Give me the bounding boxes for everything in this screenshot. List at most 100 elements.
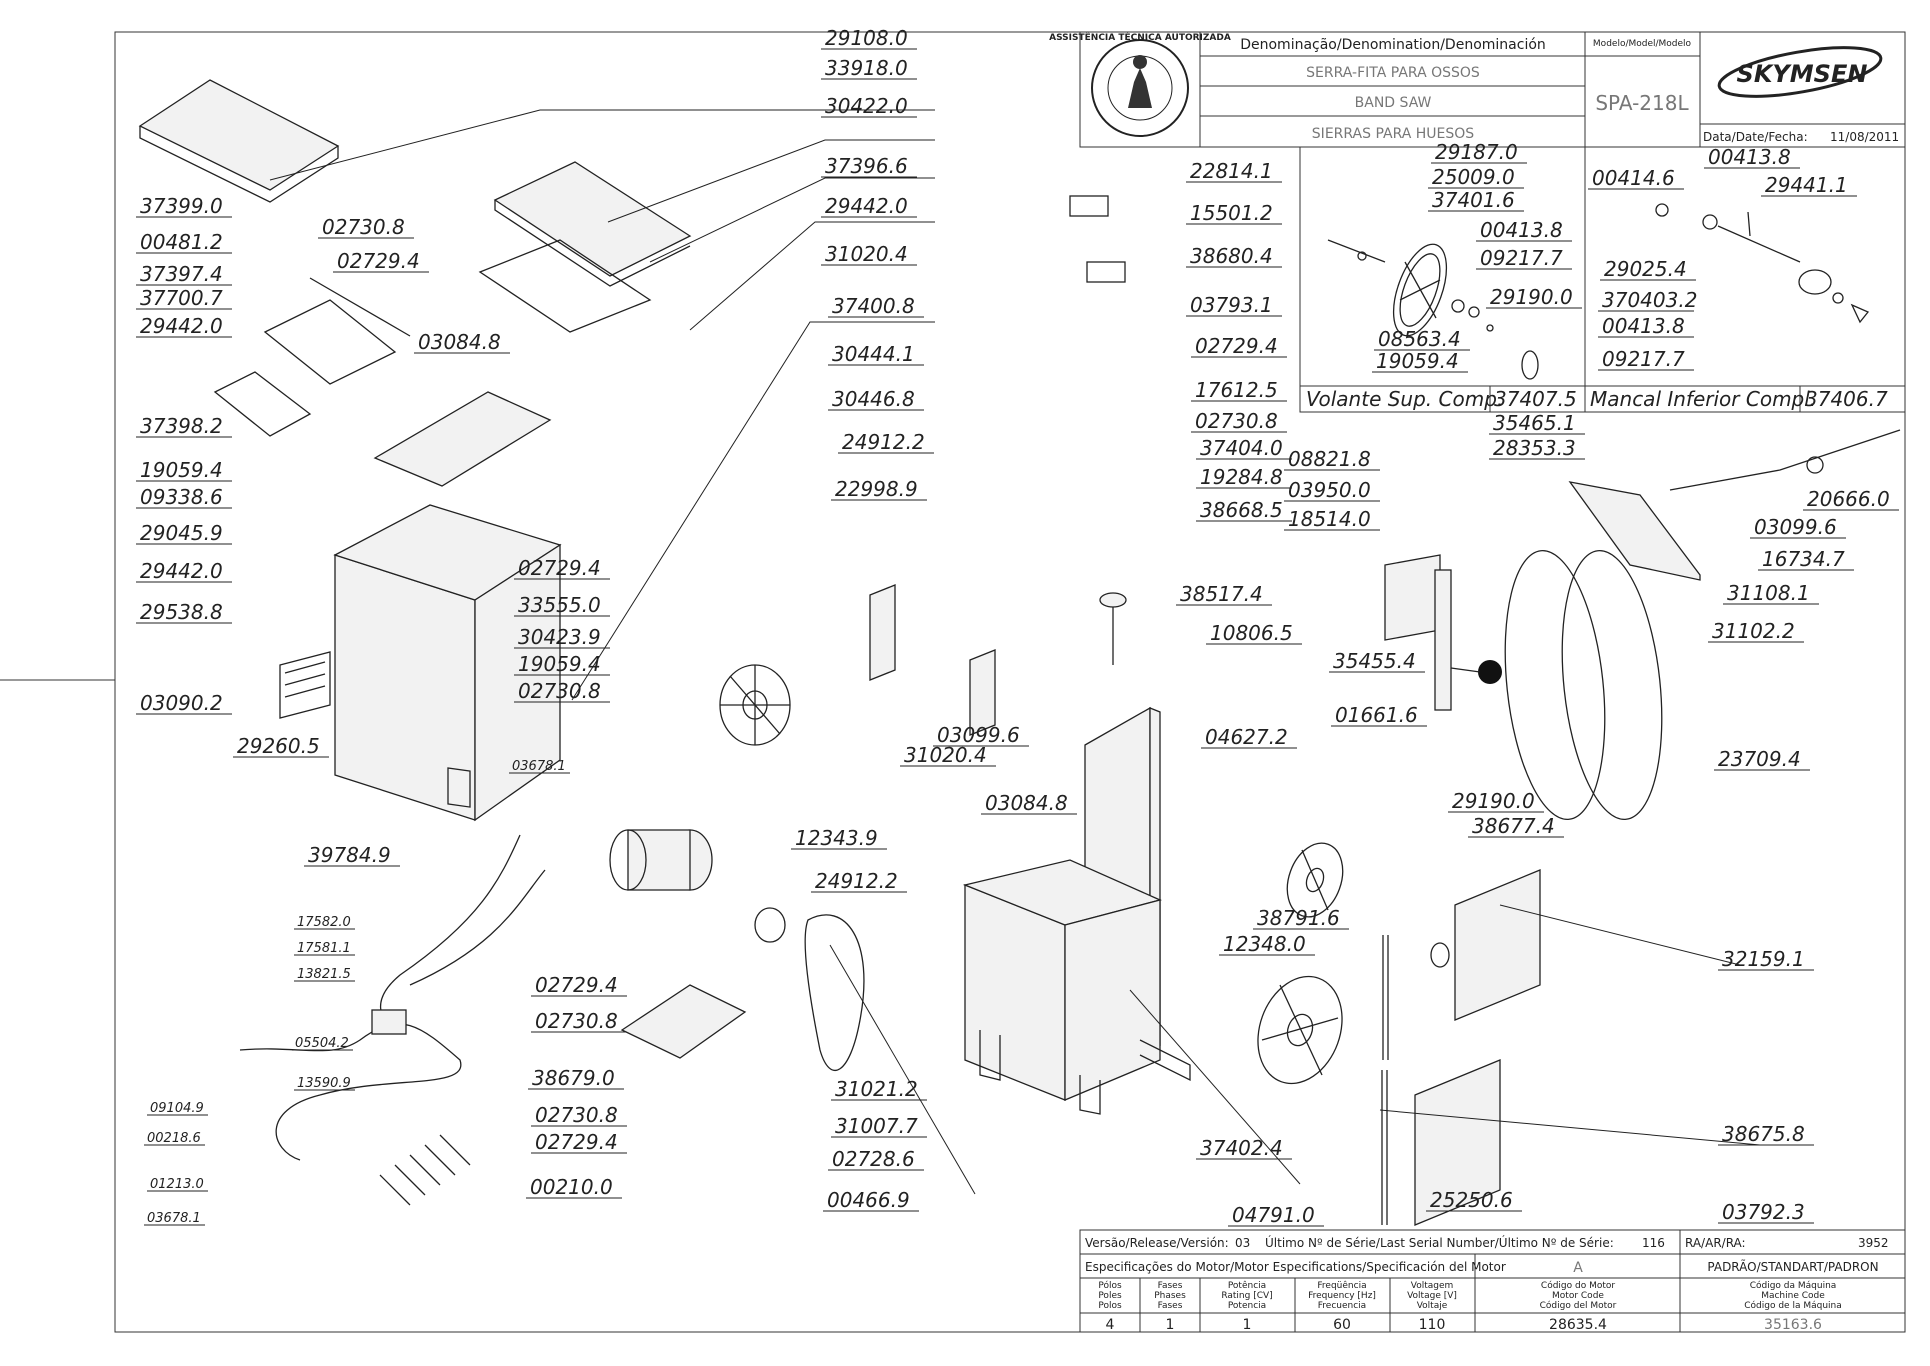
detail-upper-code: 37407.5 xyxy=(1494,387,1577,411)
part-callouts-small: 03678.117582.017581.113821.505504.213590… xyxy=(144,759,570,1226)
part-label-small: 05504.2 xyxy=(295,1036,349,1051)
part-label: 02729.4 xyxy=(1195,334,1278,358)
part-label: 02730.8 xyxy=(535,1009,618,1033)
part-label: 00413.8 xyxy=(1708,145,1791,169)
name-pt: SERRA-FITA PARA OSSOS xyxy=(1306,65,1480,81)
part-label-small: 00218.6 xyxy=(147,1131,201,1146)
blade-guard-part xyxy=(1384,554,1441,641)
part-label: 37399.0 xyxy=(140,194,223,218)
part-label: 35465.1 xyxy=(1493,411,1576,435)
col-power-pt: Potência xyxy=(1228,1280,1266,1291)
brand-logo: SKYMSEN xyxy=(1717,46,1883,98)
seal-text: ASSISTÊNCIA TÉCNICA AUTORIZADA xyxy=(1049,31,1231,43)
part-label: 03090.2 xyxy=(140,691,223,715)
part-label: 20666.0 xyxy=(1807,487,1890,511)
part-label: 24912.2 xyxy=(815,869,898,893)
detail-lower-caption: Mancal Inferior Compl. xyxy=(1590,387,1816,411)
part-label: 29442.0 xyxy=(825,194,908,218)
col-machine-code-en: Machine Code xyxy=(1761,1291,1825,1301)
part-label: 32159.1 xyxy=(1722,947,1805,971)
part-label: 38675.8 xyxy=(1722,1122,1805,1146)
part-label-small: 01213.0 xyxy=(150,1177,204,1192)
part-label: 30423.9 xyxy=(518,625,601,649)
col-freq-pt: Freqüência xyxy=(1317,1280,1366,1291)
drawing-frame xyxy=(114,31,1906,1333)
ra-value: 3952 xyxy=(1858,1236,1889,1250)
lower-door-part xyxy=(1414,1059,1501,1226)
part-label: 09217.7 xyxy=(1480,246,1563,270)
part-label: 03099.6 xyxy=(1754,515,1837,539)
part-label: 15501.2 xyxy=(1190,201,1273,225)
guide-bar-part xyxy=(478,239,652,333)
part-label: 10806.5 xyxy=(1210,621,1293,645)
saw-blade-part xyxy=(1504,549,1606,821)
part-label: 03792.3 xyxy=(1722,1200,1805,1224)
col-machine-code-pt: Código da Máquina xyxy=(1750,1280,1837,1291)
part-label: 01661.6 xyxy=(1335,703,1418,727)
detail-upper-caption: Volante Sup. Comp. xyxy=(1306,387,1503,411)
part-label: 17612.5 xyxy=(1195,378,1278,402)
part-label: 00210.0 xyxy=(530,1175,613,1199)
part-label: 02729.4 xyxy=(535,973,618,997)
part-label: 29442.0 xyxy=(140,314,223,338)
footer-table: Versão/Release/Versión: 03 Último Nº de … xyxy=(1079,1229,1906,1333)
part-label: 37398.2 xyxy=(140,414,223,438)
power-value: 1 xyxy=(1243,1317,1252,1333)
part-label: 30422.0 xyxy=(825,94,908,118)
part-label: 00413.8 xyxy=(1602,314,1685,338)
detail-lower-bearing: Mancal Inferior Compl. 37406.7 xyxy=(1584,146,1906,413)
part-label: 29538.8 xyxy=(140,600,223,624)
part-label: 31102.2 xyxy=(1712,619,1795,643)
part-label: 03099.6 xyxy=(937,723,1020,747)
part-label: 00466.9 xyxy=(827,1188,910,1212)
part-label-small: 09104.9 xyxy=(150,1101,204,1116)
col-poles-es: Polos xyxy=(1098,1301,1122,1311)
part-label: 37397.4 xyxy=(140,262,223,286)
col-voltage-pt: Voltagem xyxy=(1411,1281,1454,1291)
part-label: 02730.8 xyxy=(1195,409,1278,433)
part-label: 03084.8 xyxy=(418,330,501,354)
part-label-small: 13821.5 xyxy=(297,967,351,982)
part-label: 12343.9 xyxy=(795,826,878,850)
part-label: 16734.7 xyxy=(1762,547,1845,571)
release-value: 03 xyxy=(1235,1236,1250,1250)
col-voltage-es: Voltaje xyxy=(1417,1301,1448,1311)
col-motor-code-pt: Código do Motor xyxy=(1541,1280,1615,1291)
part-label: 02729.4 xyxy=(535,1130,618,1154)
standard-label: PADRÃO/STANDART/PADRON xyxy=(1707,1259,1878,1274)
col-phases-en: Phases xyxy=(1154,1291,1186,1301)
part-label: 19059.4 xyxy=(518,652,601,676)
part-label: 02730.8 xyxy=(518,679,601,703)
detail-upper-wheel: Volante Sup. Comp. 37407.5 xyxy=(1299,146,1586,413)
part-label-small: 03678.1 xyxy=(147,1211,201,1226)
name-es: SIERRAS PARA HUESOS xyxy=(1312,126,1475,142)
col-power-es: Potencia xyxy=(1228,1301,1266,1311)
part-label: 38517.4 xyxy=(1180,582,1263,606)
part-label: 09217.7 xyxy=(1602,347,1685,371)
part-label: 24912.2 xyxy=(842,430,925,454)
part-label: 22998.9 xyxy=(835,477,918,501)
motor-code-value: 28635.4 xyxy=(1549,1317,1607,1333)
date-label: Data/Date/Fecha: xyxy=(1703,130,1808,144)
part-label: 19059.4 xyxy=(140,458,223,482)
part-label: 31108.1 xyxy=(1727,581,1810,605)
part-label: 31020.4 xyxy=(825,242,908,266)
authorized-service-seal: ASSISTÊNCIA TÉCNICA AUTORIZADA xyxy=(1049,31,1231,137)
motor-spec-value: A xyxy=(1573,1260,1583,1276)
part-label: 33555.0 xyxy=(518,593,601,617)
wiring-part xyxy=(379,834,521,1031)
part-label: 29190.0 xyxy=(1452,789,1535,813)
part-label: 04627.2 xyxy=(1205,725,1288,749)
model-header: Modelo/Model/Modelo xyxy=(1593,39,1692,49)
name-en: BAND SAW xyxy=(1355,95,1432,111)
vent-grille-part xyxy=(279,651,331,719)
ra-label: RA/AR/RA: xyxy=(1685,1236,1746,1250)
base-plate-part xyxy=(373,391,552,487)
guide-post-part xyxy=(1434,569,1452,711)
knob-part xyxy=(1478,660,1502,684)
part-label: 29045.9 xyxy=(140,521,223,545)
part-label: 37401.6 xyxy=(1432,188,1515,212)
phases-value: 1 xyxy=(1166,1317,1175,1333)
part-label: 00481.2 xyxy=(140,230,223,254)
part-label: 31007.7 xyxy=(835,1114,918,1138)
